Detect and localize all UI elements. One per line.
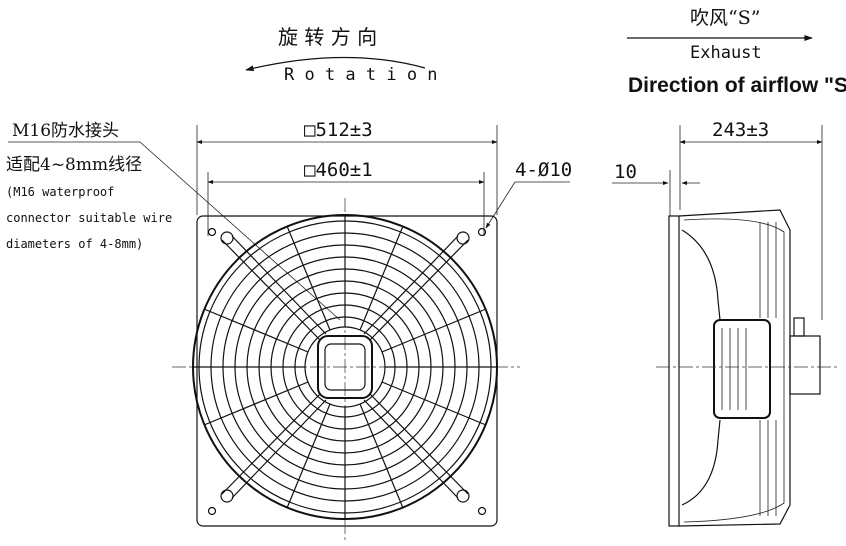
offset-dim: 10 (614, 161, 637, 183)
side-plate (668, 215, 680, 527)
outer-square-dim: □512±3 (304, 119, 373, 141)
mounting-hole (207, 506, 217, 516)
motor-hub-inner (324, 343, 366, 391)
airflow-annotation: 吹风“S” Exhaust Direction of airflow "S" (627, 7, 846, 97)
side-connector (789, 335, 821, 395)
mounting-hole (207, 227, 217, 237)
connector-line2: 适配4~8mm线径 (6, 155, 142, 175)
side-guard (678, 209, 791, 527)
depth-dim: 243±3 (712, 119, 769, 141)
rotation-en-label: R o t a t i o n (284, 65, 438, 85)
rotation-annotation: 旋 转 方 向 R o t a t i o n (245, 25, 438, 85)
mounting-hole (477, 227, 487, 237)
airflow-title: Direction of airflow "S" (628, 74, 846, 97)
motor-hub-outer (317, 335, 373, 399)
connector-line1: M16防水接头 (12, 121, 119, 141)
side-view: 243±3 10 (612, 119, 840, 527)
guard-grill (192, 214, 498, 520)
connector-note: M16防水接头 适配4~8mm线径 (M16 waterproof connec… (6, 121, 341, 321)
side-motor (713, 319, 771, 419)
side-blade (681, 229, 721, 506)
connector-line4: connector suitable wire (6, 211, 172, 225)
front-view: □512±3 □460±1 4-Ø10 (172, 119, 572, 540)
airflow-en-label: Exhaust (690, 43, 762, 63)
connector-line3: (M16 waterproof (6, 185, 114, 199)
inner-square-dim: □460±1 (304, 159, 373, 181)
holes-dim: 4-Ø10 (515, 159, 572, 181)
rotation-arrow (245, 56, 426, 72)
rotation-cn-label: 旋 转 方 向 (278, 25, 377, 49)
airflow-cn-label: 吹风“S” (690, 7, 760, 29)
mounting-hole (477, 506, 487, 516)
connector-line5: diameters of 4-8mm) (6, 237, 143, 251)
